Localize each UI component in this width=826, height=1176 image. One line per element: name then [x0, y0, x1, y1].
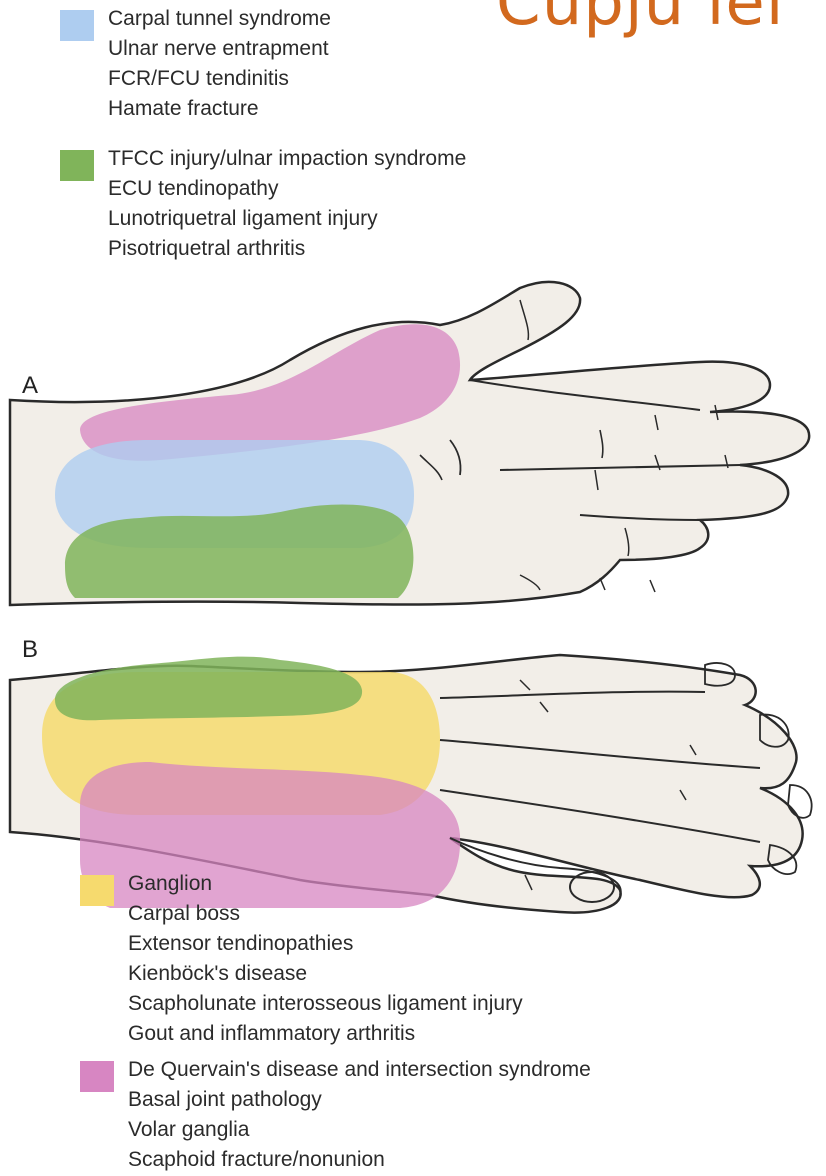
pink-swatch: [80, 1061, 114, 1092]
legend-yellow-items: Ganglion Carpal boss Extensor tendinopat…: [128, 869, 523, 1049]
legend-item: De Quervain's disease and intersection s…: [128, 1055, 591, 1085]
legend-pink-items: De Quervain's disease and intersection s…: [128, 1055, 591, 1175]
legend-item: Kienböck's disease: [128, 959, 523, 989]
green-zone-b: [55, 657, 362, 721]
legend-item: Ganglion: [128, 869, 523, 899]
hand-palm-view: [10, 282, 809, 605]
legend-item: Volar ganglia: [128, 1115, 591, 1145]
legend-item: Gout and inflammatory arthritis: [128, 1019, 523, 1049]
yellow-swatch: [80, 875, 114, 906]
legend-item: Extensor tendinopathies: [128, 929, 523, 959]
legend-item: Scaphoid fracture/nonunion: [128, 1145, 591, 1175]
legend-item: Basal joint pathology: [128, 1085, 591, 1115]
legend-item: Scapholunate interosseous ligament injur…: [128, 989, 523, 1019]
legend-item: Carpal boss: [128, 899, 523, 929]
